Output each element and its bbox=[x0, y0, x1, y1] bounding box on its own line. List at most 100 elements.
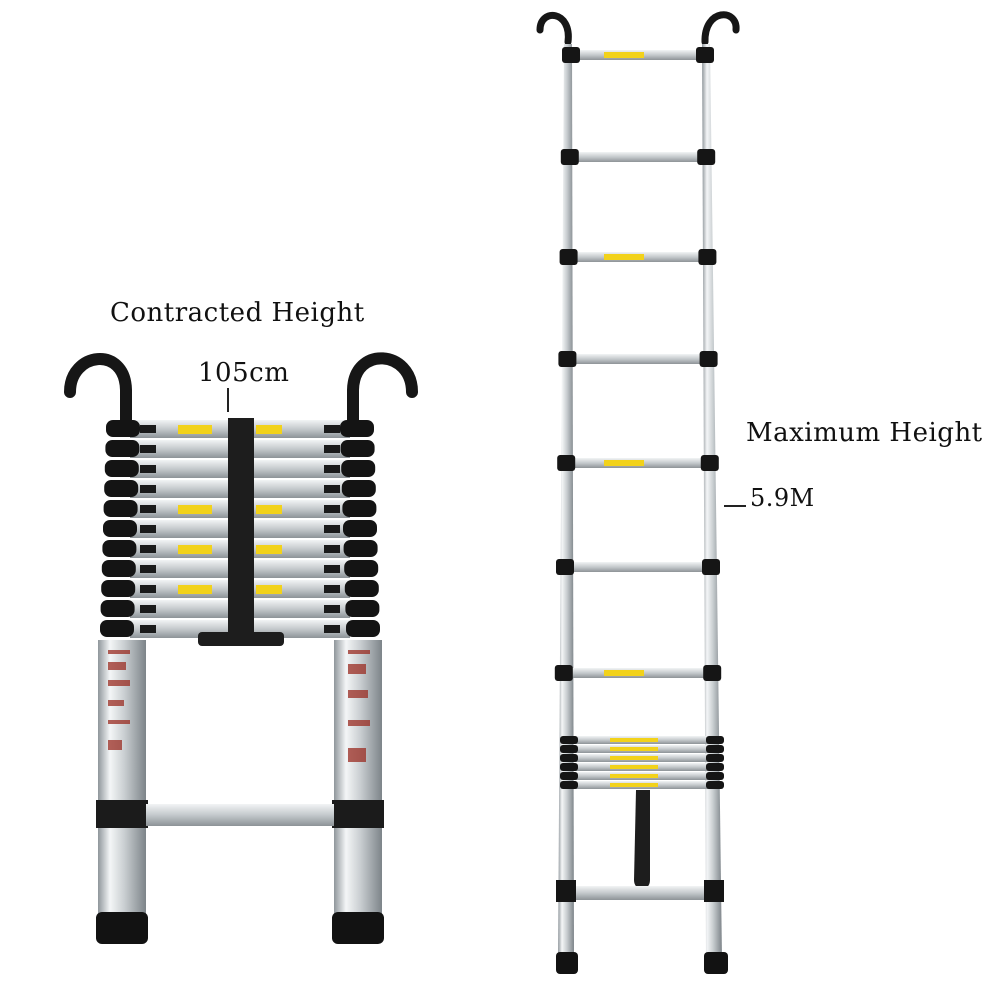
rung-slot bbox=[324, 425, 340, 433]
right-hook bbox=[347, 352, 418, 426]
right-stile-collar bbox=[343, 540, 378, 557]
maximum-height-value: 5.9M bbox=[750, 484, 815, 512]
rung-warning-label bbox=[604, 254, 644, 260]
rung-left-collar bbox=[559, 249, 578, 265]
rung-left-collar bbox=[562, 47, 580, 63]
rung-slot bbox=[324, 465, 340, 473]
rung-slot bbox=[324, 605, 340, 613]
left-tube-collar bbox=[96, 800, 148, 828]
right-stile-collar bbox=[340, 440, 375, 457]
bottom-rung-extended bbox=[568, 886, 712, 900]
left-lower-tube bbox=[98, 640, 146, 940]
rung-right-collar bbox=[699, 351, 718, 367]
extended-ladder-image bbox=[536, 11, 740, 974]
collapsed-right-collar bbox=[706, 772, 724, 780]
left-stile-collar bbox=[102, 540, 137, 557]
contracted-height-value: 105cm bbox=[198, 358, 290, 388]
rung-slot bbox=[324, 505, 340, 513]
collapsed-rung-label bbox=[610, 765, 658, 769]
rung-left-collar bbox=[554, 665, 573, 681]
warning-label bbox=[178, 585, 212, 594]
rung-warning-label bbox=[604, 460, 644, 466]
rung-slot bbox=[140, 465, 156, 473]
collapsed-left-collar bbox=[560, 781, 578, 789]
ladder-rung bbox=[568, 354, 706, 364]
rung-slot bbox=[140, 545, 156, 553]
right-lower-tube bbox=[334, 640, 382, 940]
rung-slot bbox=[140, 625, 156, 633]
left-stile-collar bbox=[104, 480, 139, 497]
collapsed-left-collar bbox=[560, 745, 578, 753]
contracted-ladder-image bbox=[64, 352, 418, 944]
left-hook bbox=[64, 353, 132, 426]
collapsed-rung-label bbox=[610, 774, 658, 778]
right-foot-extended bbox=[704, 952, 728, 974]
rung-right-collar bbox=[696, 47, 714, 63]
top-left-hook bbox=[536, 12, 572, 46]
right-stile-collar bbox=[344, 580, 379, 597]
rung-slot bbox=[324, 625, 340, 633]
left-stile-collar bbox=[101, 560, 136, 577]
rung-left-collar bbox=[557, 455, 576, 471]
collapsed-rung-label bbox=[610, 783, 658, 787]
rung-slot bbox=[324, 445, 340, 453]
right-stile bbox=[702, 44, 722, 960]
rung-slot bbox=[324, 565, 340, 573]
right-tube-collar bbox=[332, 800, 384, 828]
rung-slot bbox=[140, 445, 156, 453]
right-foot bbox=[332, 912, 384, 944]
rung-slot bbox=[140, 605, 156, 613]
collapsed-right-collar bbox=[706, 763, 724, 771]
left-stile bbox=[558, 44, 574, 960]
left-stile-collar bbox=[100, 600, 135, 617]
rung-right-collar bbox=[700, 455, 719, 471]
rung-left-collar bbox=[560, 149, 579, 165]
warning-label bbox=[256, 505, 282, 514]
hanging-strap bbox=[634, 790, 650, 889]
bottom-rung bbox=[146, 804, 334, 826]
left-foot bbox=[96, 912, 148, 944]
right-stile-collar bbox=[342, 500, 377, 517]
rung-warning-label bbox=[604, 670, 644, 676]
left-stile-collar bbox=[103, 500, 138, 517]
rung-right-collar bbox=[697, 149, 716, 165]
collapsed-left-collar bbox=[560, 754, 578, 762]
left-stile-collar bbox=[104, 460, 139, 477]
rung-slot bbox=[140, 585, 156, 593]
collapsed-bottom-rungs bbox=[560, 736, 724, 789]
collapsed-right-collar bbox=[706, 754, 724, 762]
rung-left-collar bbox=[558, 351, 577, 367]
ladder-rung bbox=[566, 562, 708, 572]
collapsed-left-collar bbox=[560, 763, 578, 771]
rung-right-collar bbox=[698, 249, 717, 265]
rung-slot bbox=[140, 565, 156, 573]
collapsed-right-collar bbox=[706, 781, 724, 789]
right-stile-collar bbox=[343, 520, 377, 537]
strap bbox=[228, 418, 254, 646]
warning-label bbox=[256, 425, 282, 434]
left-stile-collar bbox=[101, 580, 136, 597]
rung-slot bbox=[324, 545, 340, 553]
rung-slot bbox=[324, 525, 340, 533]
rung-left-collar bbox=[556, 559, 574, 575]
rung-slot bbox=[324, 485, 340, 493]
warning-label bbox=[178, 425, 212, 434]
rung-slot bbox=[140, 425, 156, 433]
rung-warning-label bbox=[604, 52, 644, 58]
rung-slot bbox=[140, 505, 156, 513]
right-stile-collar bbox=[346, 620, 380, 637]
ladder-rung bbox=[570, 152, 704, 162]
warning-label bbox=[256, 585, 282, 594]
left-stile-collar bbox=[105, 440, 140, 457]
rung-slot bbox=[324, 585, 340, 593]
extended-rungs bbox=[554, 47, 722, 681]
right-stile-collar bbox=[344, 560, 379, 577]
strap-handle bbox=[198, 632, 284, 646]
collapsed-rung-label bbox=[610, 738, 658, 742]
left-stile-collar bbox=[106, 420, 140, 437]
right-stile-collar bbox=[341, 480, 376, 497]
collapsed-rung-label bbox=[610, 747, 658, 751]
contracted-height-title: Contracted Height bbox=[110, 298, 365, 328]
collapsed-right-collar bbox=[706, 736, 724, 744]
